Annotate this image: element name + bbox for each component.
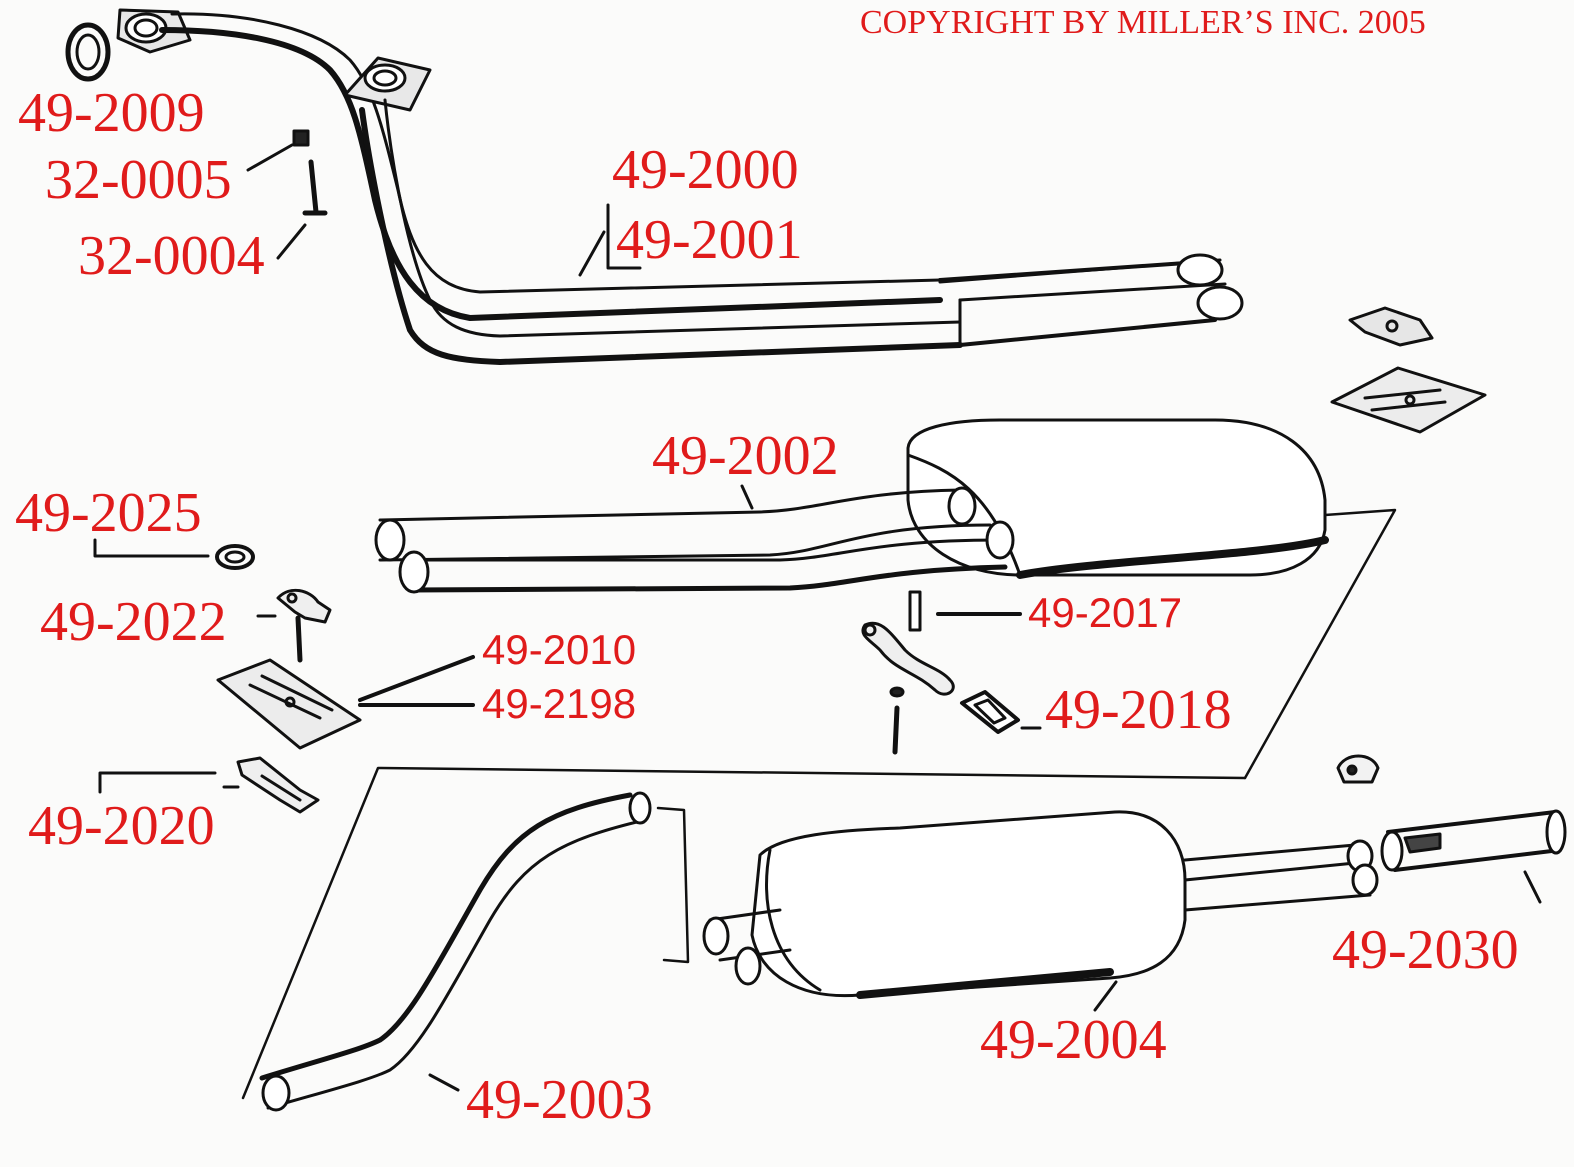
part-label-49-2000: 49-2000 — [612, 139, 799, 201]
rubber-mount-icon — [960, 690, 1020, 734]
part-label-49-2009: 49-2009 — [18, 82, 205, 144]
rear-tailpipe — [259, 791, 652, 1112]
mount-plate-icon — [1330, 366, 1487, 434]
clamp-hanger-icon — [861, 590, 955, 755]
part-label-49-2001: 49-2001 — [616, 209, 803, 271]
rubber-bumper-icon — [1336, 754, 1380, 784]
gasket-ring-icon — [65, 22, 111, 82]
part-label-49-2030: 49-2030 — [1332, 919, 1519, 981]
part-label-49-2003: 49-2003 — [466, 1069, 653, 1131]
hanger-strap-icon — [236, 756, 320, 814]
front-pipe-assembly — [116, 8, 1244, 365]
part-label-49-2004: 49-2004 — [980, 1009, 1167, 1071]
part-label-32-0004: 32-0004 — [78, 225, 265, 287]
bolt-icon — [292, 129, 328, 216]
part-label-49-2198: 49-2198 — [482, 680, 637, 727]
part-label-49-2010: 49-2010 — [482, 626, 637, 673]
part-label-32-0005: 32-0005 — [45, 149, 232, 211]
part-label-49-2025: 49-2025 — [15, 482, 202, 544]
mount-bracket-icon — [1348, 306, 1434, 347]
part-label-49-2022: 49-2022 — [40, 591, 227, 653]
part-label-49-2002: 49-2002 — [652, 425, 839, 487]
hanger-plate-icon — [216, 658, 362, 750]
part-label-49-2017: 49-2017 — [1028, 589, 1183, 636]
hanger-clip-icon — [276, 588, 332, 663]
extension-pipe — [1380, 809, 1567, 872]
part-label-49-2018: 49-2018 — [1045, 679, 1232, 741]
washer-icon — [215, 544, 255, 570]
rear-muffler-assembly — [702, 810, 1379, 999]
copyright-notice: COPYRIGHT BY MILLER’S INC. 2005 — [860, 4, 1426, 41]
center-muffler-assembly — [374, 418, 1329, 594]
part-label-49-2020: 49-2020 — [28, 795, 215, 857]
